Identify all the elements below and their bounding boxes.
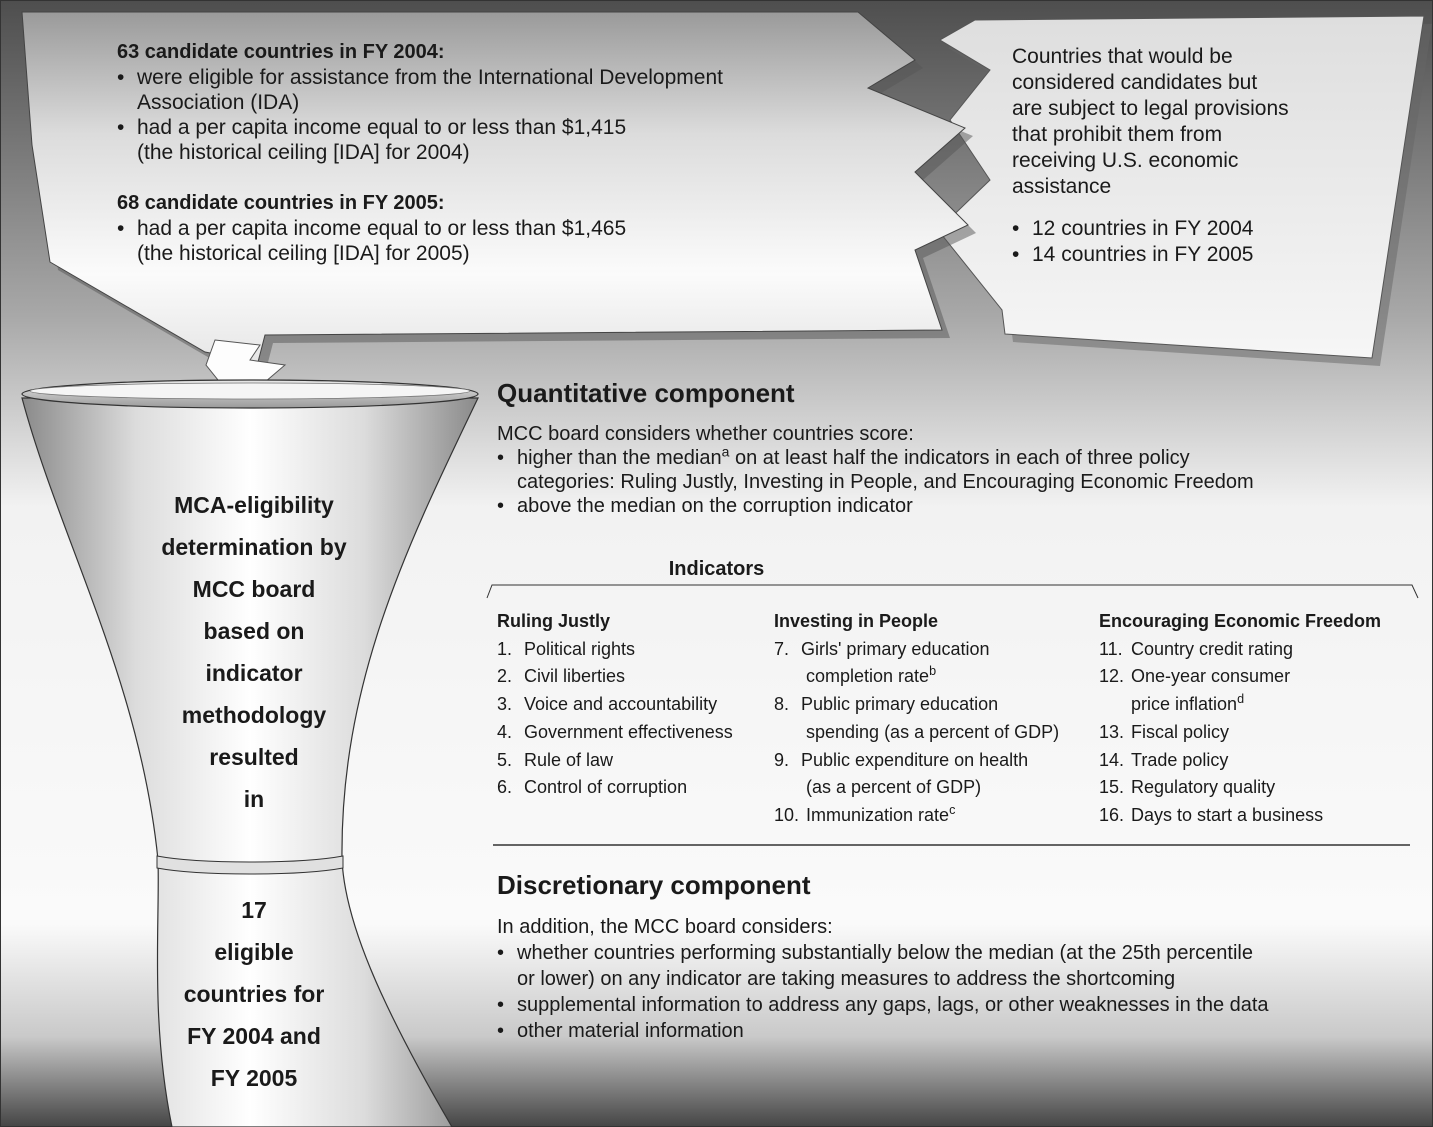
fy2004-heading: 63 candidate countries in FY 2004: xyxy=(117,41,445,63)
indicator-item: 5.Rule of law xyxy=(497,749,614,770)
indicator-item: 14.Trade policy xyxy=(1099,749,1229,770)
excluded-bullet: •12 countries in FY 2004 xyxy=(1012,217,1254,240)
excluded-countries-text: Countries that would be considered candi… xyxy=(1012,45,1289,266)
indicator-item: 4.Government effectiveness xyxy=(497,721,733,742)
discretionary-title: Discretionary component xyxy=(497,870,811,900)
indicator-item: 15.Regulatory quality xyxy=(1099,777,1276,798)
fy2004-bullet: •were eligible for assistance from the I… xyxy=(117,66,723,89)
indicator-item: 13.Fiscal policy xyxy=(1099,721,1230,742)
indicator-item: 11.Country credit rating xyxy=(1099,638,1294,659)
indicator-item: 10.Immunization ratec xyxy=(774,802,956,825)
indicator-item: 16.Days to start a business xyxy=(1099,804,1324,825)
quantitative-component: Quantitative component MCC board conside… xyxy=(497,378,1254,517)
quantitative-title: Quantitative component xyxy=(497,378,795,408)
economic-freedom-heading: Encouraging Economic Freedom xyxy=(1099,611,1382,631)
discretionary-bullet: •supplemental information to address any… xyxy=(497,994,1269,1016)
economic-freedom-column: Encouraging Economic Freedom 11.Country … xyxy=(1099,608,1381,830)
quantitative-bullet: •higher than the mediana on at least hal… xyxy=(497,443,1190,469)
candidate-countries-text: 63 candidate countries in FY 2004: •were… xyxy=(117,41,723,265)
indicator-item: 3.Voice and accountability xyxy=(497,694,718,715)
indicator-item: 6.Control of corruption xyxy=(497,777,688,798)
investing-in-people-column: Investing in People 7.Girls' primary edu… xyxy=(774,608,1059,830)
indicator-item: 1.Political rights xyxy=(497,638,636,659)
indicators-title: Indicators xyxy=(668,558,765,580)
fy2004-bullet: •had a per capita income equal to or les… xyxy=(117,116,627,139)
fy2005-bullet: •had a per capita income equal to or les… xyxy=(117,217,627,240)
ruling-justly-column: Ruling Justly 1.Political rights 2.Civil… xyxy=(497,608,733,802)
indicator-item: 2.Civil liberties xyxy=(497,666,626,687)
indicator-item: 7.Girls' primary education xyxy=(774,638,990,659)
funnel-top-text: MCA-eligibility determination by MCC boa… xyxy=(161,492,347,812)
discretionary-bullet: •other material information xyxy=(497,1020,744,1042)
excluded-bullet: •14 countries in FY 2005 xyxy=(1012,243,1254,266)
discretionary-bullet: •whether countries performing substantia… xyxy=(497,942,1253,964)
discretionary-component: Discretionary component In addition, the… xyxy=(497,870,1269,1042)
ruling-justly-heading: Ruling Justly xyxy=(497,611,611,631)
indicator-item: 8.Public primary education xyxy=(774,694,999,715)
funnel-bottom-text: 17 eligible countries for FY 2004 and FY… xyxy=(183,897,325,1091)
quantitative-bullet: •above the median on the corruption indi… xyxy=(497,495,913,517)
indicator-item: 9.Public expenditure on health xyxy=(774,749,1029,770)
indicator-item: 12.One-year consumer xyxy=(1099,666,1291,687)
fy2005-heading: 68 candidate countries in FY 2005: xyxy=(117,192,445,214)
investing-in-people-heading: Investing in People xyxy=(774,611,939,631)
